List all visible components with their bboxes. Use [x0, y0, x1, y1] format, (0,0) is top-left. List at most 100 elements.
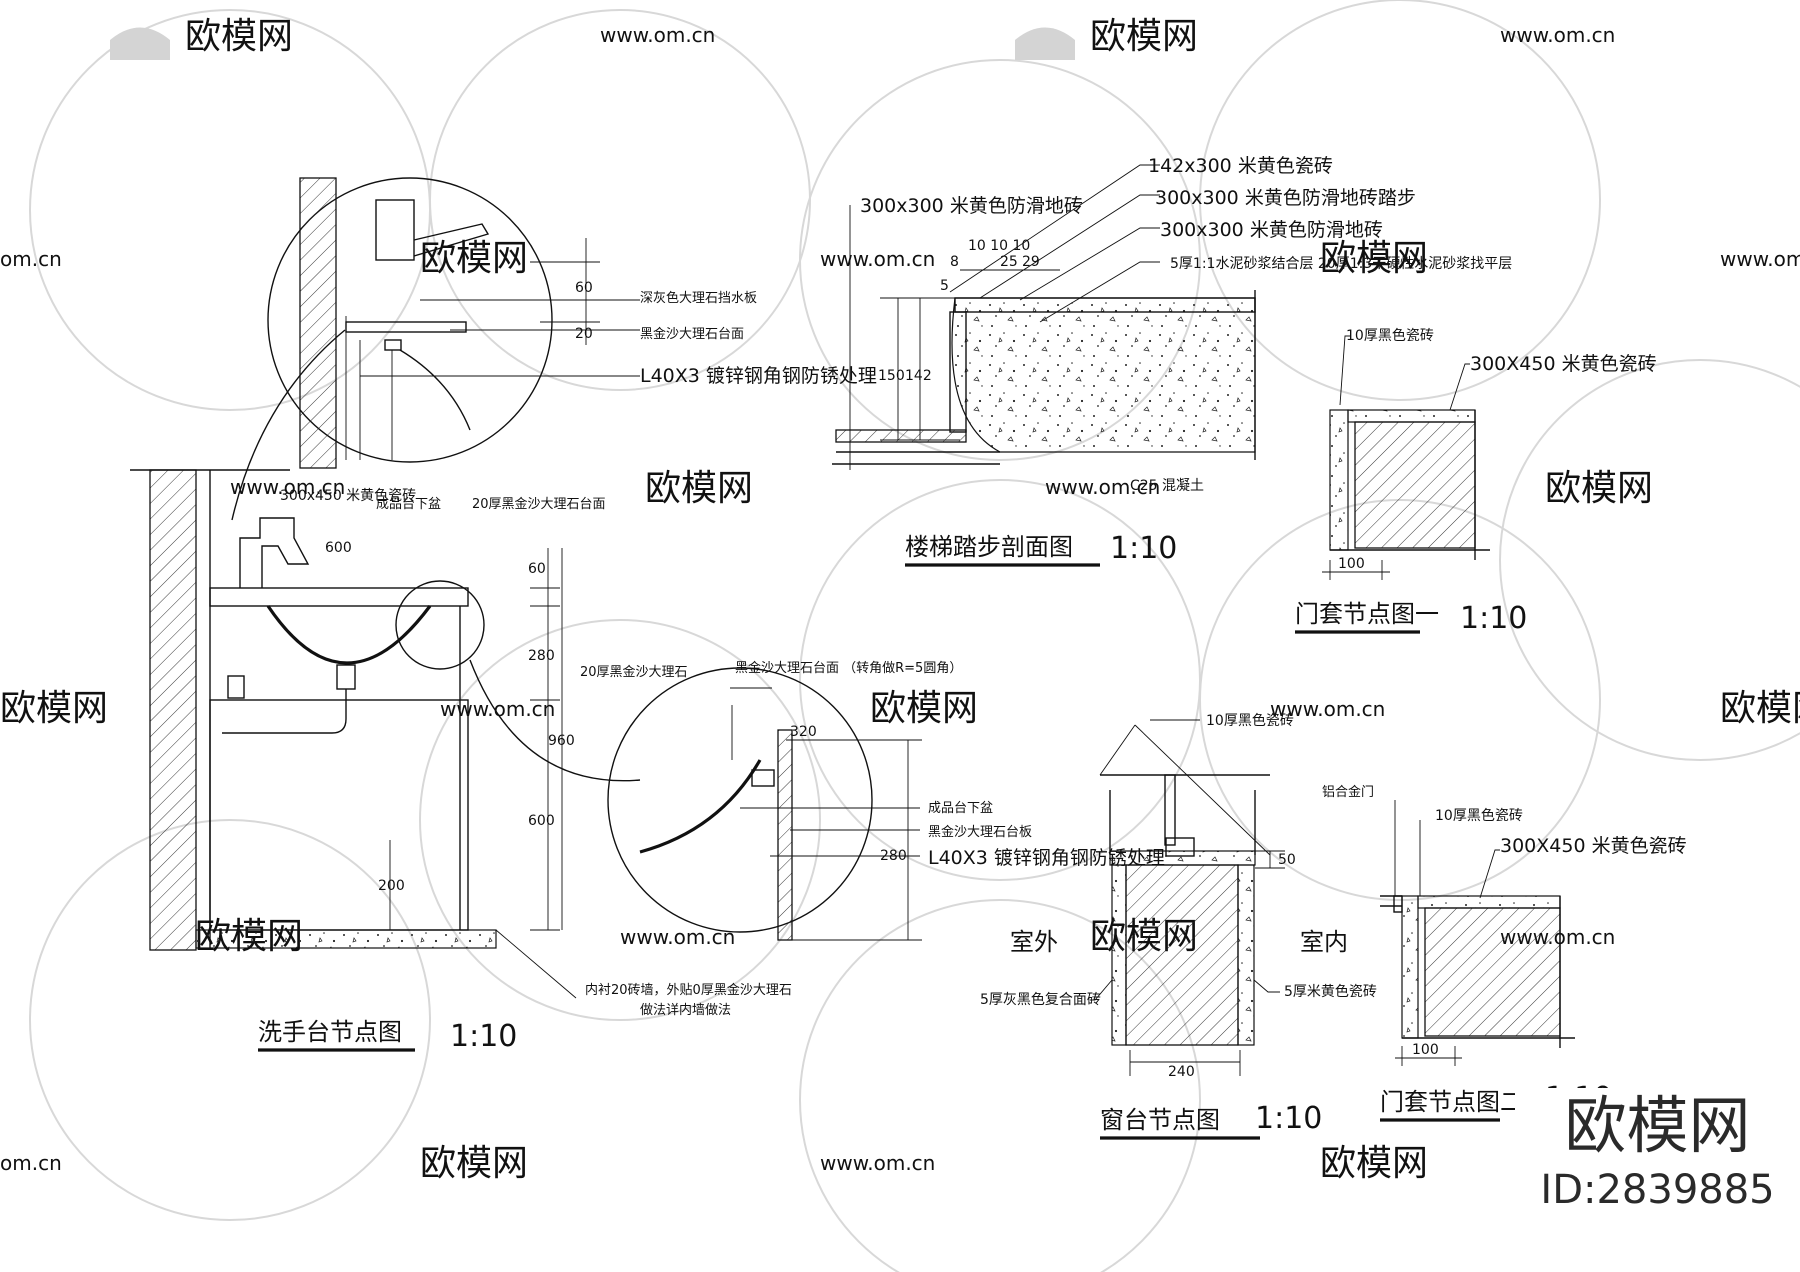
drawing-scale: 1:10	[450, 1019, 517, 1054]
counter-top	[209, 587, 469, 607]
dim-label: 200	[378, 878, 405, 894]
watermark-url: www.om.cn	[1720, 247, 1800, 271]
tile-strip	[1347, 409, 1476, 423]
watermark-brand: 欧模网	[185, 16, 293, 57]
dim-label: 280	[528, 648, 555, 664]
watermark-brand: 欧模网	[420, 238, 528, 279]
watermark-brand: 欧模网	[420, 1143, 528, 1184]
note-label: 20厚黑金沙大理石台面	[472, 496, 606, 512]
note-label: 成品台下盆	[376, 497, 441, 512]
model-id: ID:2839885	[1540, 1167, 1775, 1213]
angle-steel	[751, 769, 775, 787]
watermark-brand: 欧模网	[645, 468, 753, 509]
dim-label: 20	[575, 326, 593, 342]
drawing-title: 窗台节点图	[1100, 1106, 1220, 1134]
watermark-logo-icon	[1015, 27, 1075, 60]
tile-strip	[1417, 895, 1561, 909]
sill-top	[1109, 850, 1256, 866]
note-label: 做法详内墙做法	[640, 1002, 731, 1018]
cabinet-body	[209, 699, 469, 931]
dim-label: 8	[950, 254, 959, 270]
watermark-url: www.om.cn	[1270, 697, 1385, 721]
spec-label: 300x300 米黄色防滑地砖踏步	[1155, 187, 1416, 209]
drain-trap	[336, 664, 356, 690]
dim-label: 600	[528, 813, 555, 829]
note-label: 内衬20砖墙，外贴0厚黑金沙大理石	[585, 982, 792, 998]
faucet-icon	[239, 517, 310, 588]
room-label: 室外	[1010, 928, 1058, 956]
watermark-url: www.om.cn	[820, 247, 935, 271]
concrete-slab	[951, 297, 1256, 453]
dim-label: 60	[575, 280, 593, 296]
brick-wall	[1125, 864, 1239, 1046]
note-label: 黑金沙大理石台面 （转角做R=5圆角）	[735, 660, 962, 676]
door-detail-two: 铝合金门 10厚黑色瓷砖 300X450 米黄色瓷砖 100 门套节点图二 1:…	[1322, 784, 1687, 1122]
watermark-brand: 欧模网	[1090, 16, 1198, 57]
tile-strip-side	[1329, 409, 1349, 551]
valve-icon	[227, 675, 245, 699]
callout-circle-side	[607, 667, 873, 933]
watermark-brand: 欧模网	[1545, 468, 1653, 509]
dim-label: 600	[325, 540, 352, 556]
drawing-title: 门套节点图一	[1295, 600, 1439, 628]
wall-section	[299, 177, 337, 469]
watermark-url: www.om.cn	[1500, 23, 1615, 47]
door-frame-profile	[1393, 895, 1403, 913]
dim-label: 50	[1278, 852, 1296, 868]
watermark-url: www.om.cn	[820, 1151, 935, 1175]
spec-label: 5厚1:1水泥砂浆结合层 20厚1:3干硬性水泥砂浆找平层	[1170, 256, 1512, 272]
watermark-url: www.om.cn	[230, 475, 345, 499]
window-sill-detail: 10厚黑色瓷砖 室外 室内 5厚灰黑色复合面砖 5厚米黄色瓷砖 50 240 窗…	[980, 712, 1377, 1140]
dim-label: 25	[1000, 254, 1018, 270]
outer-tile	[1111, 864, 1127, 1046]
spec-label: 142x300 米黄色瓷砖	[1148, 155, 1333, 177]
spec-label: 300x300 米黄色防滑地砖	[860, 195, 1083, 217]
dim-label: 150	[878, 368, 905, 384]
brand-badge: 欧模网 ID:2839885	[1515, 1088, 1800, 1218]
wall-section	[149, 469, 197, 951]
watermark-brand: 欧模网	[1720, 688, 1800, 729]
sill-flashing	[1165, 837, 1195, 857]
note-label: 20厚黑金沙大理石	[580, 664, 688, 680]
dim-label: 100	[1412, 1042, 1439, 1058]
floor-slab	[195, 929, 497, 949]
step-section: 142x300 米黄色瓷砖 300x300 米黄色防滑地砖踏步 300x300 …	[832, 155, 1512, 567]
spec-label: 10厚黑色瓷砖	[1435, 807, 1523, 824]
dim-label: 10 10 10	[968, 238, 1030, 254]
basin-bowl	[266, 605, 432, 665]
watermark-url: www.om.cn	[620, 925, 735, 949]
watermark-brand: 欧模网	[1320, 238, 1428, 279]
watermark-brand: 欧模网	[870, 688, 978, 729]
note-label: C25 混凝土	[1130, 478, 1204, 494]
dim-label: 960	[548, 733, 575, 749]
watermark-url: www.om.cn	[600, 23, 715, 47]
spec-label: 300X450 米黄色瓷砖	[1470, 353, 1657, 375]
door-frame-block	[1424, 907, 1561, 1037]
note-label: 深灰色大理石挡水板	[640, 290, 757, 306]
faucet-body	[375, 199, 415, 261]
dim-label: 100	[1338, 556, 1365, 572]
dim-label: 5	[940, 278, 949, 294]
lower-tread	[835, 429, 967, 443]
watermark-brand: 欧模网	[0, 688, 108, 729]
dim-label: 142	[905, 368, 932, 384]
watermark-url: om.cn	[0, 247, 62, 271]
drawing-title: 楼梯踏步剖面图	[905, 533, 1073, 561]
drawing-scale: 1:10	[1460, 601, 1527, 636]
drawing-title: 洗手台节点图	[258, 1018, 402, 1046]
watermark-url: om.cn	[0, 1151, 62, 1175]
dim-label: 320	[790, 724, 817, 740]
dim-label: 280	[880, 848, 907, 864]
room-label: 室内	[1300, 928, 1348, 956]
window-frame	[1164, 774, 1176, 846]
inner-tile	[1237, 864, 1255, 1046]
spec-label: 5厚灰黑色复合面砖	[980, 991, 1101, 1008]
spec-label: 铝合金门	[1322, 784, 1374, 800]
note-label: 黑金沙大理石台板	[928, 824, 1032, 840]
drawing-scale: 1:10	[1255, 1101, 1322, 1136]
basin-detail: 300x450 米黄色瓷砖 成品台下盆 20厚黑金沙大理石台面 600 20厚黑…	[130, 177, 1165, 1054]
door-frame-block	[1354, 421, 1476, 549]
dim-label: 29	[1022, 254, 1040, 270]
